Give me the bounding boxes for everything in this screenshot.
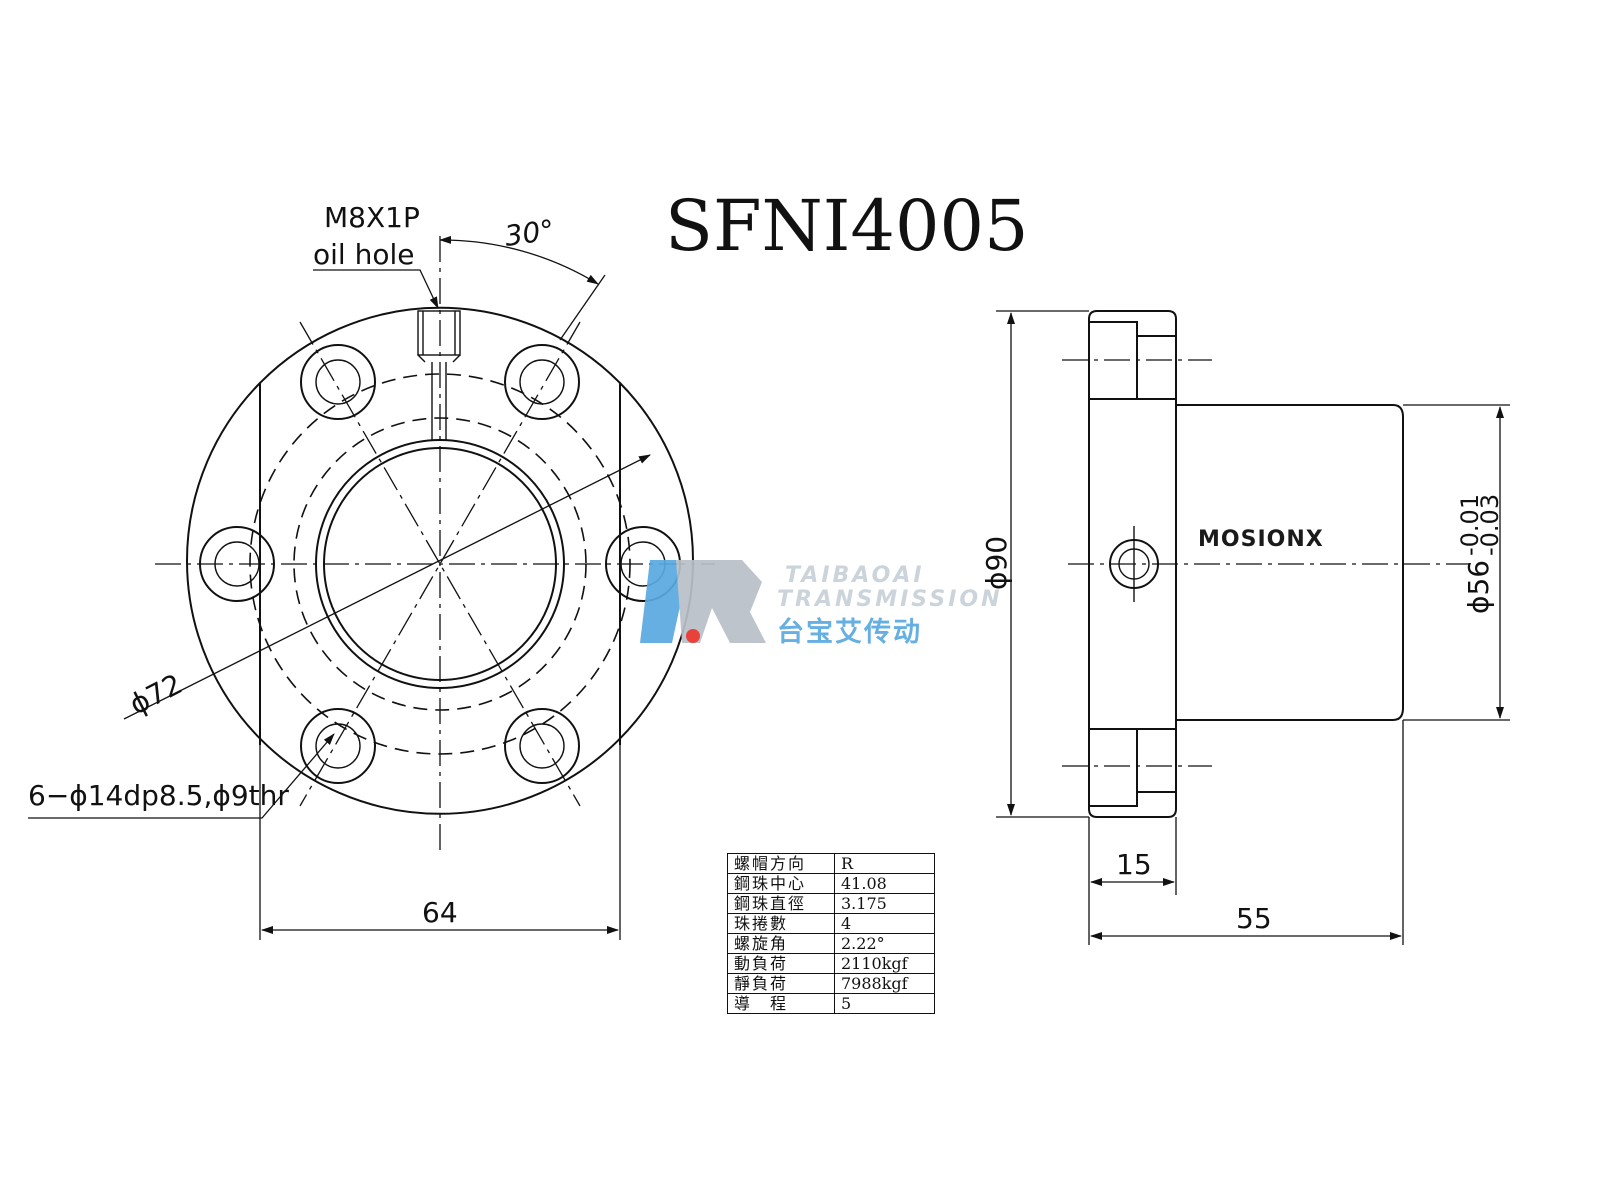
- watermark-line1: TAIBAOAI: [785, 563, 925, 588]
- dia56-tolerance-lower: -0.03: [1476, 494, 1504, 556]
- spec-key: 鋼珠中心: [727, 873, 835, 894]
- dim55-label: 55: [1236, 902, 1272, 935]
- spec-key: 螺旋角: [727, 933, 835, 954]
- bolt-hole-through: [315, 723, 361, 769]
- logo-dot: [686, 629, 700, 643]
- spec-value: 41.08: [834, 873, 935, 894]
- oil-hole-thread-label: M8X1P: [324, 201, 420, 234]
- logo-shape-r: [676, 560, 766, 643]
- dim15-label: 15: [1116, 848, 1152, 881]
- bolt-hole-through: [519, 723, 565, 769]
- spec-key: 導 程: [727, 993, 835, 1014]
- spec-value: 7988kgf: [834, 973, 935, 994]
- watermark-chinese: 台宝艾传动: [777, 616, 922, 648]
- angle-dimension-arc: [439, 235, 599, 285]
- oil-hole-leader: [313, 269, 439, 309]
- bolt-hole-through: [315, 359, 361, 405]
- spec-key: 鋼珠直徑: [727, 893, 835, 914]
- dia56-tolerance-upper: -0.01: [1456, 494, 1484, 556]
- spec-value: 2110kgf: [834, 953, 935, 974]
- width-label: 64: [422, 896, 458, 929]
- spec-value: 4: [834, 913, 935, 934]
- bolt-hole-counterbore: [504, 708, 580, 784]
- front-view: 30° M8X1P oil hole ϕ72 6−ϕ14dp8.5,ϕ9thr …: [28, 201, 715, 940]
- diagonal-centerline: [299, 321, 581, 807]
- side-flange: [1088, 310, 1177, 818]
- holes-leader: [28, 733, 335, 819]
- bolt-hole-through: [519, 359, 565, 405]
- flange-outline: [186, 306, 694, 815]
- through-hole-section-top: [1136, 335, 1177, 400]
- bolt-hole-counterbore: [300, 708, 376, 784]
- spec-key: 珠捲數: [727, 913, 835, 934]
- spec-value: 2.22°: [834, 933, 935, 954]
- oil-hole-label: oil hole: [313, 238, 414, 271]
- side-view: MOSIONX ϕ90 ϕ56 -0.01 -0.03 15 55: [980, 310, 1510, 945]
- spec-value: 3.175: [834, 893, 935, 914]
- spec-value: R: [834, 853, 935, 874]
- oil-hole: [417, 310, 461, 440]
- pcd-dimension-line: [123, 454, 651, 720]
- spec-key: 靜負荷: [727, 973, 835, 994]
- angle-label: 30°: [503, 213, 557, 253]
- holes-label: 6−ϕ14dp8.5,ϕ9thr: [28, 779, 289, 812]
- drawing-title: SFNI4005: [665, 185, 1029, 267]
- side-body: [1176, 404, 1404, 721]
- spec-value: 5: [834, 993, 935, 1014]
- dia56-label: ϕ56: [1462, 560, 1495, 614]
- spec-key: 螺帽方向: [727, 853, 835, 874]
- watermark-logo: TAIBAOAI TRANSMISSION 台宝艾传动: [640, 560, 1003, 648]
- diagonal-centerline: [299, 321, 581, 807]
- angle-extension-line: [559, 274, 606, 341]
- watermark-line2: TRANSMISSION: [777, 587, 1003, 612]
- dia90-label: ϕ90: [980, 536, 1013, 590]
- bolt-hole-counterbore: [504, 344, 580, 420]
- bolt-hole-counterbore: [300, 344, 376, 420]
- counterbore-section-bottom: [1088, 728, 1138, 807]
- through-hole-section-bottom: [1136, 728, 1177, 793]
- pcd-label: ϕ72: [124, 667, 187, 721]
- spec-key: 動負荷: [727, 953, 835, 974]
- brand-label: MOSIONX: [1198, 527, 1324, 552]
